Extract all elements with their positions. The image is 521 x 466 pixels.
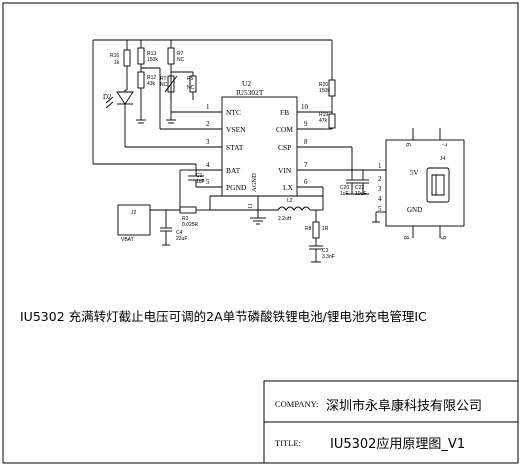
usb-pin-6: 6 <box>404 143 412 147</box>
c3-ref: C3 <box>322 248 329 254</box>
usb-pin-2: 2 <box>378 175 382 183</box>
c4-value: 22uF <box>176 236 187 242</box>
r16-resistor <box>123 49 131 67</box>
r12-ref: R12 <box>147 75 156 81</box>
r19-ref: R19 <box>319 112 328 118</box>
ic-ref: U2 <box>242 79 251 88</box>
r3-value: 0.025R <box>182 222 199 228</box>
title-block <box>263 380 519 464</box>
usb-port-tongue <box>431 174 445 196</box>
usb-pin-8: 8 <box>402 236 410 240</box>
c3-value: 3.3nF <box>322 254 335 260</box>
rt-ref: RT <box>160 76 167 82</box>
r8-ref: R8 <box>305 226 312 232</box>
r7-ref: R7 <box>177 51 184 57</box>
pin-4-name: BAT <box>226 166 241 175</box>
pin-1-num: 1 <box>206 103 210 111</box>
pin-8-num: 8 <box>304 138 308 146</box>
l2-inductor <box>277 206 311 211</box>
ic-part-number: IU5302T <box>236 88 264 97</box>
c4-ref: C4 <box>176 230 183 236</box>
c22-ref: C22 <box>355 185 364 191</box>
circuit-caption: IU5302 充满转灯截止电压可调的2A单节磷酸铁锂电池/锂电池充电管理IC <box>20 309 427 324</box>
j2-battery-connector <box>117 204 151 236</box>
pin-5-num: 5 <box>206 178 210 186</box>
title-value: IU5302应用原理图_V1 <box>330 437 466 452</box>
c20-ref: C20 <box>340 185 349 191</box>
pin-7-num: 7 <box>304 161 308 169</box>
r19-value: 47k <box>319 118 328 124</box>
pin-10-name: FB <box>280 108 289 117</box>
company-value: 深圳市永阜康科技有限公司 <box>326 399 483 414</box>
pin-2-name: VSEN <box>226 125 246 134</box>
pin-11-num: 11 <box>248 203 254 209</box>
j2-ref: J2 <box>131 210 137 216</box>
l2-ref: L2 <box>287 198 293 204</box>
company-label: COMPANY: <box>275 399 319 409</box>
j2-value: VBAT <box>121 237 134 243</box>
usb-connector <box>385 139 465 227</box>
c1-ref: C1 <box>196 173 203 179</box>
r7-resistor <box>167 47 175 65</box>
usb-pin-4: 4 <box>378 195 382 203</box>
rt-value: NC <box>160 82 168 88</box>
pin-6-num: 6 <box>304 178 308 186</box>
d2-led <box>116 91 134 105</box>
pin-9-num: 9 <box>304 120 308 128</box>
usb-5v-label: 5V <box>410 169 419 177</box>
pin-3-num: 3 <box>206 138 210 146</box>
r3-resistor <box>179 206 197 214</box>
r12-value: 43k <box>147 81 156 87</box>
r5-value: NC <box>187 85 195 91</box>
pin-3-name: STAT <box>226 143 244 152</box>
usb-port-outline <box>426 167 450 203</box>
pin-6-name: LX <box>283 183 294 192</box>
r20-value: 150k <box>319 88 330 94</box>
usb-pin-1: 1 <box>378 162 382 170</box>
pin-5-name: PGND <box>226 183 247 192</box>
c20-value: 1uF <box>340 191 349 197</box>
usb-pin-9: 9 <box>439 236 447 240</box>
r7-value: NC <box>177 57 185 63</box>
title-label: TITLE: <box>275 438 301 448</box>
pin-1-name: NTC <box>226 108 241 117</box>
pin-10-num: 10 <box>301 103 309 111</box>
r8-resistor <box>312 221 320 239</box>
r20-resistor <box>328 79 336 97</box>
r16-value: 1k <box>114 60 120 66</box>
r12-resistor <box>137 71 145 89</box>
schematic-drawing: U2 IU5302T 1 2 3 4 5 NTC VSEN STAT BAT P… <box>92 39 465 263</box>
usb-pin-7: 7 <box>440 143 448 147</box>
pin-11-name: AGND <box>251 173 258 192</box>
r13-value: 150k <box>147 57 158 63</box>
usb-gnd-label: GND <box>407 206 422 214</box>
r3-ref: R3 <box>182 216 189 222</box>
d2-ref: D2 <box>103 93 112 101</box>
r13-resistor <box>137 47 145 65</box>
c1-value: 1uF <box>196 179 205 185</box>
r20-ref: R20 <box>319 82 328 88</box>
r13-ref: R13 <box>147 51 156 57</box>
r19-resistor <box>328 113 336 129</box>
usb-shell-ref: J4 <box>440 156 445 162</box>
pin-2-num: 2 <box>206 120 210 128</box>
r16-ref: R16 <box>110 53 119 59</box>
usb-pin-3: 3 <box>378 185 382 193</box>
usb-pin-5: 5 <box>378 205 382 213</box>
pin-7-name: VIN <box>278 166 292 175</box>
r8-value: 1R <box>322 226 329 232</box>
c22-value: 10uF <box>355 191 366 197</box>
pin-9-name: COM <box>276 125 293 134</box>
pin-8-name: CSP <box>278 143 291 152</box>
l2-value: 2.2uH <box>278 216 292 222</box>
r5-ref: R5 <box>187 76 194 82</box>
pin-4-num: 4 <box>206 161 210 169</box>
